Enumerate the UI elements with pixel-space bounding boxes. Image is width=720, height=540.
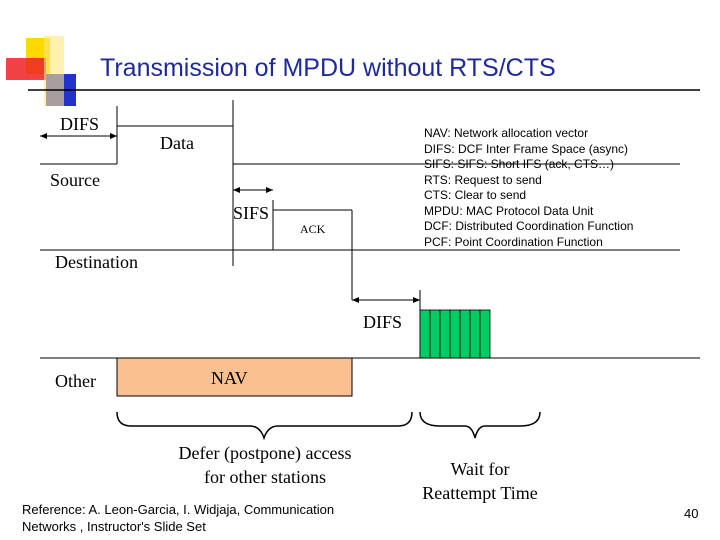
reference-line: Reference: A. Leon-Garcia, I. Widjaja, C… [22, 502, 335, 517]
difs-top-label: DIFS [60, 114, 100, 134]
legend-item: DCF: Distributed Coordination Function [424, 219, 634, 233]
data-label: Data [160, 133, 194, 153]
backoff-slots [419, 309, 491, 359]
wait-brace [419, 411, 541, 439]
legend-item: NAV: Network allocation vector [424, 126, 589, 140]
legend-item: SIFS: SIFS: Short IFS (ack, CTS…) [424, 157, 615, 171]
defer-brace [116, 411, 413, 441]
destination-label: Destination [55, 252, 138, 272]
source-timeline [40, 100, 680, 266]
wait-caption: Wait for Reattempt Time [400, 457, 560, 505]
page-number: 40 [684, 506, 699, 521]
wait-caption-line: Wait for [450, 459, 510, 479]
sifs-label: SIFS [233, 203, 270, 223]
legend-item: MPDU: MAC Protocol Data Unit [424, 203, 594, 218]
reference-line: Networks , Instructor's Slide Set [22, 519, 206, 534]
reference-text: Reference: A. Leon-Garcia, I. Widjaja, C… [22, 501, 334, 535]
defer-caption-line: Defer (postpone) access [178, 443, 352, 463]
defer-caption: Defer (postpone) access for other statio… [150, 441, 380, 489]
destination-timeline [40, 187, 680, 300]
ack-label: ACK [300, 222, 326, 236]
legend-item: CTS: Clear to send [424, 188, 527, 202]
legend-item: PCF: Point Coordination Function [424, 234, 603, 249]
nav-label: NAV [211, 368, 248, 388]
nav-box [116, 357, 353, 397]
abbreviation-legend: NAV: Network allocation vector DIFS: DCF… [424, 126, 633, 250]
difs-bottom-label: DIFS [363, 312, 403, 332]
slide-logo [6, 36, 700, 106]
wait-caption-line: Reattempt Time [422, 483, 538, 503]
page-title: Transmission of MPDU without RTS/CTS [100, 54, 556, 82]
other-label: Other [55, 371, 96, 391]
defer-caption-line: for other stations [204, 467, 326, 487]
source-label: Source [50, 170, 100, 190]
legend-item: DIFS: DCF Inter Frame Space (async) [424, 141, 629, 156]
legend-item: RTS: Request to send [424, 172, 542, 187]
